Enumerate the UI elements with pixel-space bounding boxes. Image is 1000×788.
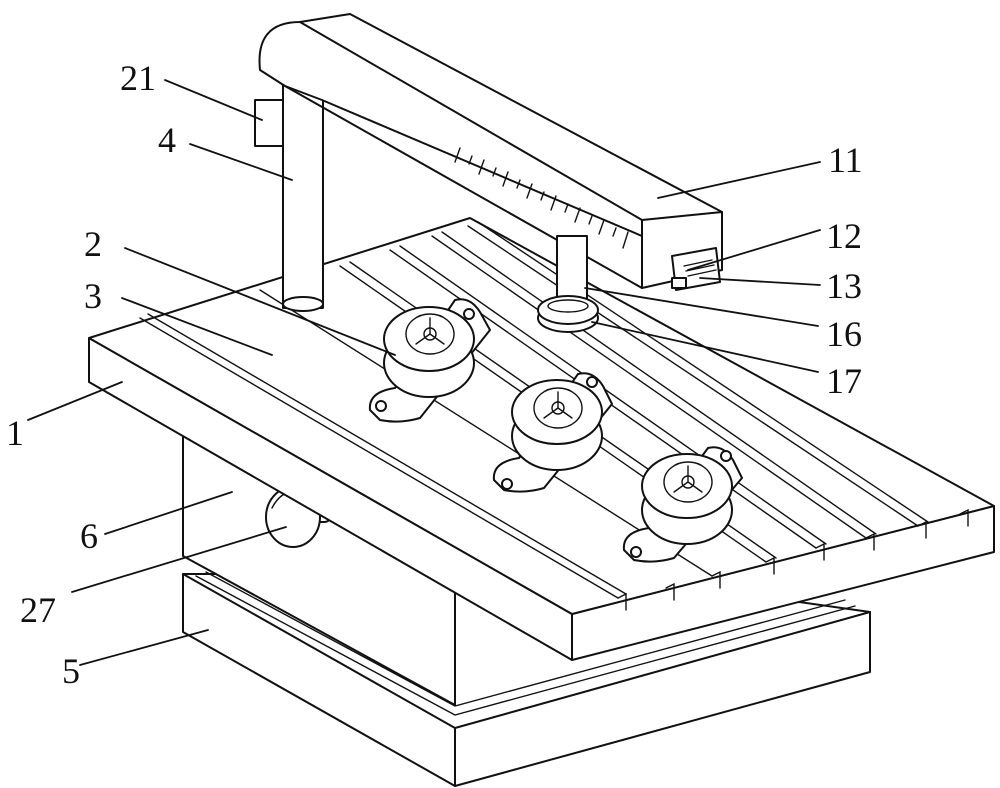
clamp-3 xyxy=(622,446,743,563)
label-11: 11 xyxy=(828,140,863,180)
label-6: 6 xyxy=(80,516,98,556)
label-12: 12 xyxy=(826,216,862,256)
label-16: 16 xyxy=(826,314,862,354)
scale-ruler xyxy=(454,147,629,249)
label-5: 5 xyxy=(62,651,80,691)
probe-assembly xyxy=(537,235,599,333)
label-1: 1 xyxy=(6,413,24,453)
label-27: 27 xyxy=(20,590,56,630)
clamp-2 xyxy=(492,372,613,493)
label-13: 13 xyxy=(826,266,862,306)
leader-lines xyxy=(27,79,821,666)
label-17: 17 xyxy=(826,361,862,401)
label-2: 2 xyxy=(84,224,102,264)
label-4: 4 xyxy=(158,120,176,160)
label-3: 3 xyxy=(84,276,102,316)
label-21: 21 xyxy=(120,58,156,98)
slider-block xyxy=(671,247,721,291)
reference-labels: 1 2 3 4 5 6 11 12 13 16 17 21 27 xyxy=(6,58,863,691)
clamp-1 xyxy=(368,298,491,423)
